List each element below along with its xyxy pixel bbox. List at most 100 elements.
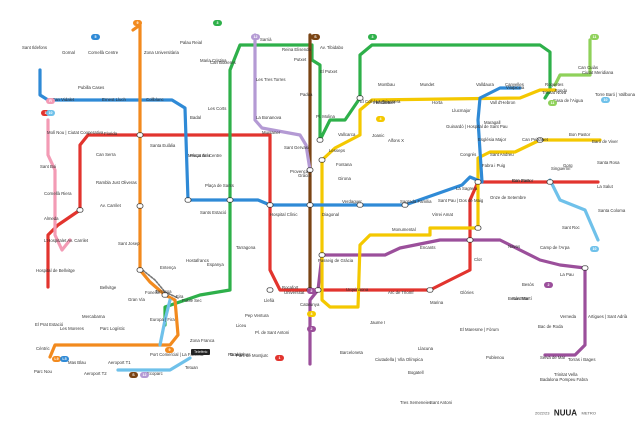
station-label: Verdaguer	[342, 199, 362, 204]
station-label: El Prat Estació	[35, 322, 64, 327]
station-label: Monumental	[392, 227, 416, 232]
station-label: Can Zam	[512, 178, 530, 183]
interchange-marker	[161, 292, 169, 298]
station-label: Gràcia	[298, 173, 311, 178]
station-label: Església Major	[478, 137, 507, 142]
station-label: Vallcarca	[338, 132, 356, 137]
station-label: Parc Logístic	[100, 326, 125, 331]
station-label: La Sagrera	[456, 186, 478, 191]
station-label: Pl. de Sant Antoni	[255, 330, 290, 335]
station-label: Arc de Triomf	[388, 290, 414, 295]
station-label: Torre Baró | Vallbona	[595, 92, 635, 97]
station-label: Reina Elisenda	[282, 47, 311, 52]
metro-line-l1	[46, 133, 600, 292]
interchange-marker	[184, 197, 192, 203]
station-label: Pubilla Cases	[78, 85, 105, 90]
station-label: Baró de Viver	[592, 139, 618, 144]
line-badge: 1	[275, 355, 284, 361]
interchange-marker	[401, 202, 409, 208]
station-label: Palau Reial	[180, 40, 202, 45]
line-badge: 11	[548, 100, 557, 106]
cable-car-label: Telefèric	[191, 349, 211, 355]
station-label: Marina	[430, 300, 444, 305]
line-badge: 4	[307, 311, 316, 317]
station-label: Hospital Clínic	[270, 212, 298, 217]
line-badge: 3	[213, 20, 222, 26]
interchange-marker	[474, 225, 482, 231]
station-label: Sant Roc	[562, 225, 580, 230]
station-label: Aeroport T2	[84, 371, 107, 376]
station-label: Besòs	[522, 282, 534, 287]
metro-line-l4	[320, 88, 602, 309]
line-badge: 10	[590, 246, 599, 252]
station-label: Girona	[338, 176, 351, 181]
line-badge: 2	[544, 282, 553, 288]
line-badge: 5	[91, 34, 100, 40]
station-label: Onze de Setembre	[490, 195, 527, 200]
station-label: Sant Martí	[512, 296, 532, 301]
metro-line-l12	[253, 33, 312, 172]
line-badge: S	[129, 372, 138, 378]
interchange-marker	[266, 202, 274, 208]
station-label: Llacuna	[418, 346, 434, 351]
station-label: Parc de Montjuïc	[236, 353, 269, 358]
station-label: Ecoparc	[147, 371, 163, 376]
line-badge: 12	[251, 34, 260, 40]
station-label: El Putxet	[320, 69, 338, 74]
line-badge: 1	[41, 110, 50, 116]
station-label: Cornellà Centre	[88, 50, 119, 55]
station-label: Bac de Roda	[538, 324, 563, 329]
station-label: Passeig de Gràcia	[318, 258, 354, 263]
station-label: Les Tres Torres	[256, 77, 286, 82]
station-label: Paral·lel	[228, 352, 244, 357]
interchange-marker	[306, 167, 314, 173]
station-label: Horta	[432, 100, 443, 105]
station-label: Badal	[190, 115, 201, 120]
line-badge: 2	[307, 326, 316, 332]
station-label: Muntaner	[262, 130, 281, 135]
station-label: Collblanc	[146, 97, 164, 102]
station-label: Sarrià	[260, 37, 272, 42]
station-label: Sant Josep	[118, 241, 140, 246]
station-label: Hospital de Bellvitge	[36, 268, 75, 273]
station-label: Rambla Just Oliveras	[96, 180, 137, 185]
station-label: Almeda	[44, 216, 59, 221]
station-label: Ciutadella | Vila Olímpica	[375, 357, 423, 362]
station-label: Guinardó | Hospital de Sant Pau	[446, 124, 508, 129]
station-label: Sants Estació	[200, 210, 227, 215]
interchange-marker	[474, 179, 482, 185]
station-label: La Pau	[560, 272, 574, 277]
footer-suffix: METRO	[581, 410, 596, 416]
station-label: Cornellà Riera	[44, 191, 72, 196]
station-label: Bon Pastor	[512, 178, 534, 183]
station-label: Llucmajor	[452, 108, 471, 113]
station-label: Cèntric	[36, 346, 50, 351]
station-label: Sant Gervasi	[284, 145, 309, 150]
interchange-marker	[76, 207, 84, 213]
station-label: Florida	[104, 131, 118, 136]
station-label: Zona Universitària	[144, 50, 179, 55]
station-label: Sagrada Família	[400, 199, 432, 204]
station-label: Foneria	[145, 290, 160, 295]
station-label: Tres Xemeneies	[400, 400, 432, 405]
station-label: Torrassa	[155, 289, 172, 294]
metro-line-fm	[139, 267, 179, 299]
station-label: Pl. Molina	[316, 114, 335, 119]
station-label: Jaume I	[370, 320, 386, 325]
station-label: Vall d'Hebron	[490, 100, 516, 105]
station-label: La Bonanova	[256, 115, 282, 120]
station-label: Provença	[290, 169, 309, 174]
interchange-marker	[136, 203, 144, 209]
station-label: Les Moreres	[60, 326, 84, 331]
station-label: Port Comercial | La Factoria	[150, 352, 204, 357]
station-label: Poblenou	[486, 355, 505, 360]
interchange-marker	[226, 197, 234, 203]
station-label: Putxet	[294, 57, 307, 62]
station-label: Can Vidalet	[52, 97, 75, 102]
station-label: Les Corts	[208, 106, 227, 111]
station-label: Glòries	[460, 290, 474, 295]
interchange-marker	[318, 252, 326, 258]
station-label: Fontana	[336, 162, 352, 167]
station-label: Mundet	[420, 82, 435, 87]
